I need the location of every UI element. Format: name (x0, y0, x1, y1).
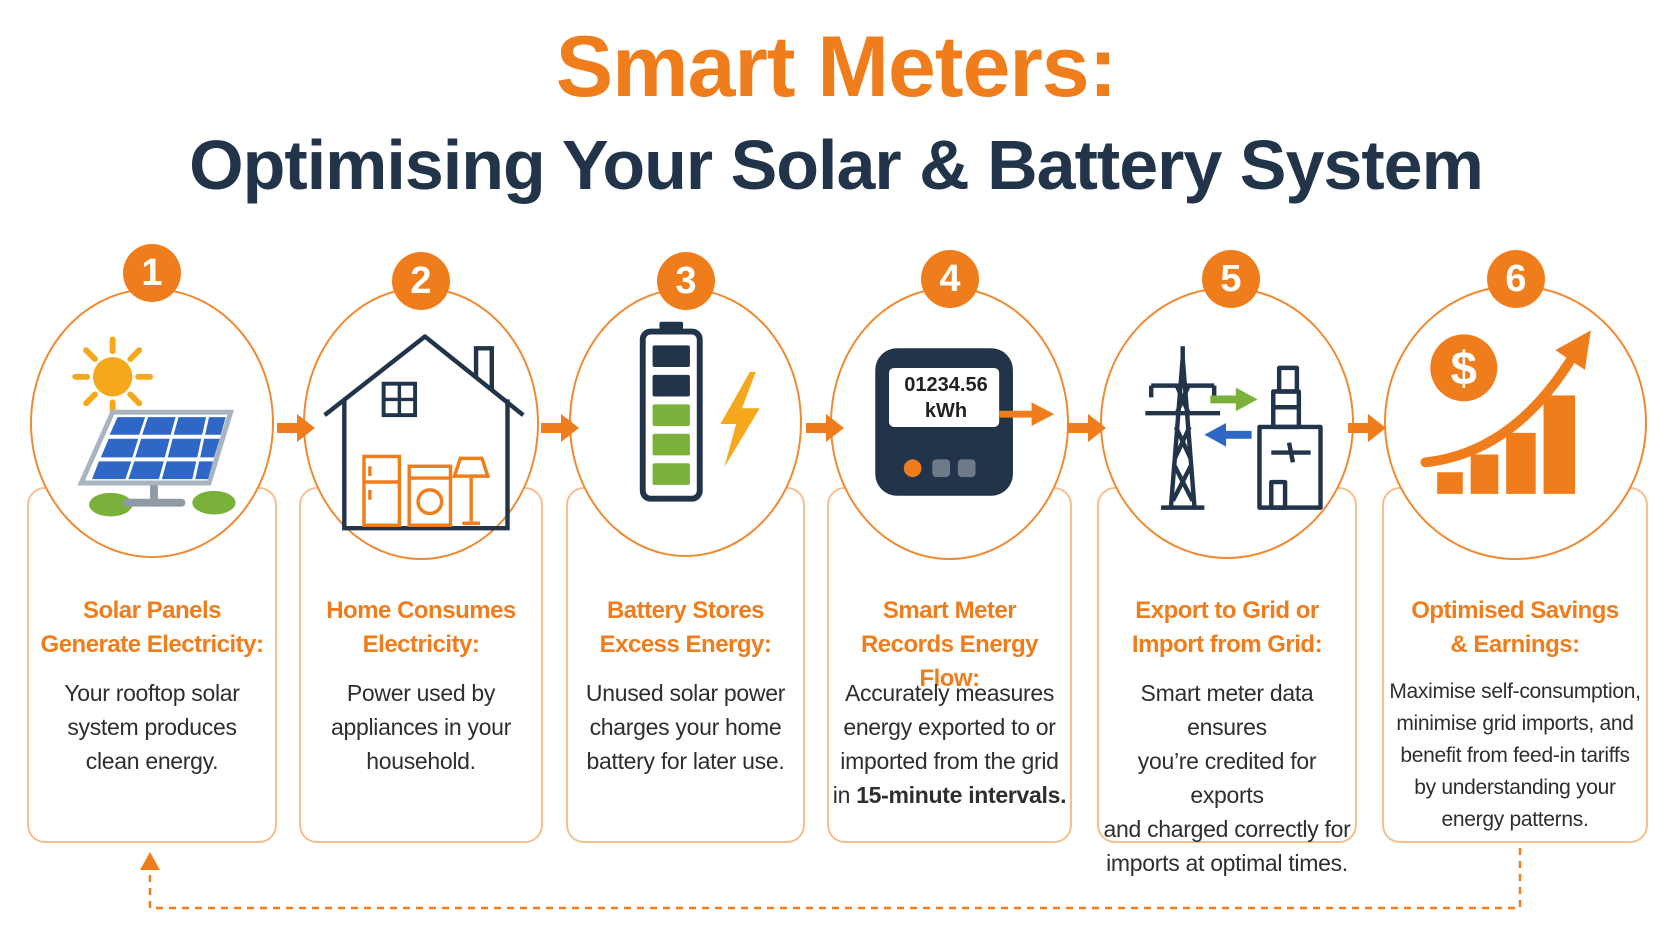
arrow-5-to-6 (1348, 414, 1386, 442)
title-line-1: Smart Meters: (555, 19, 1118, 115)
step-6-title: Optimised Savings & Earnings: (1411, 597, 1619, 658)
svg-text:$: $ (1451, 343, 1477, 396)
step-2-title: Home Consumes Electricity: (326, 597, 516, 658)
step-5-title: Export to Grid or Import from Grid: (1131, 597, 1323, 658)
step-3-badge: 3 (657, 252, 715, 310)
meter-reading: 01234.56 (904, 374, 988, 396)
step-3-circle (569, 288, 802, 557)
title-line-2: Optimising Your Solar & Battery System (189, 126, 1484, 204)
arrow-2-to-3 (541, 414, 579, 442)
step-2-description: Power used by appliances in your househo… (331, 680, 511, 774)
meter-unit: kWh (924, 400, 968, 422)
interval-highlight: 15-minute intervals. (856, 782, 1067, 808)
step-6-description: Maximise self-consumption, minimise grid… (1389, 680, 1641, 831)
step-2-circle (303, 287, 539, 560)
solar-panel-sun-icon (72, 336, 236, 517)
smart-meter-icon (875, 348, 1055, 496)
grid-tower-exchange-icon (1145, 346, 1323, 510)
step-5-card (1097, 487, 1357, 843)
step-3-description: Unused solar power charges your home bat… (585, 680, 786, 774)
savings-growth-chart-icon: $ (1420, 330, 1591, 494)
step-1-title: Solar Panels Generate Electricity: (40, 597, 264, 658)
step-6-circle: $ (1384, 285, 1647, 560)
house-appliances-icon (323, 334, 525, 531)
arrow-3-to-4 (806, 414, 844, 442)
step-1-circle (30, 288, 274, 558)
step-4-description: Accurately measures energy exported to o… (832, 680, 1067, 808)
step-6-badge: 6 (1487, 250, 1545, 308)
battery-charging-icon (639, 321, 760, 502)
arrow-1-to-2 (277, 414, 315, 442)
step-1-badge: 1 (123, 244, 181, 302)
step-4-circle: 01234.56 kWh (830, 287, 1069, 560)
step-5-circle (1100, 287, 1354, 559)
step-4-title: Smart Meter Records Energy Flow: (860, 597, 1039, 692)
step-5-badge: 5 (1202, 250, 1260, 308)
step-4-badge: 4 (921, 250, 979, 308)
step-2-badge: 2 (392, 252, 450, 310)
step-5-description: Smart meter data ensures you’re credited… (1103, 680, 1351, 876)
step-1-description: Your rooftop solar system produces clean… (64, 680, 240, 774)
step-3-title: Battery Stores Excess Energy: (599, 597, 772, 658)
arrow-4-to-5 (1068, 414, 1106, 442)
